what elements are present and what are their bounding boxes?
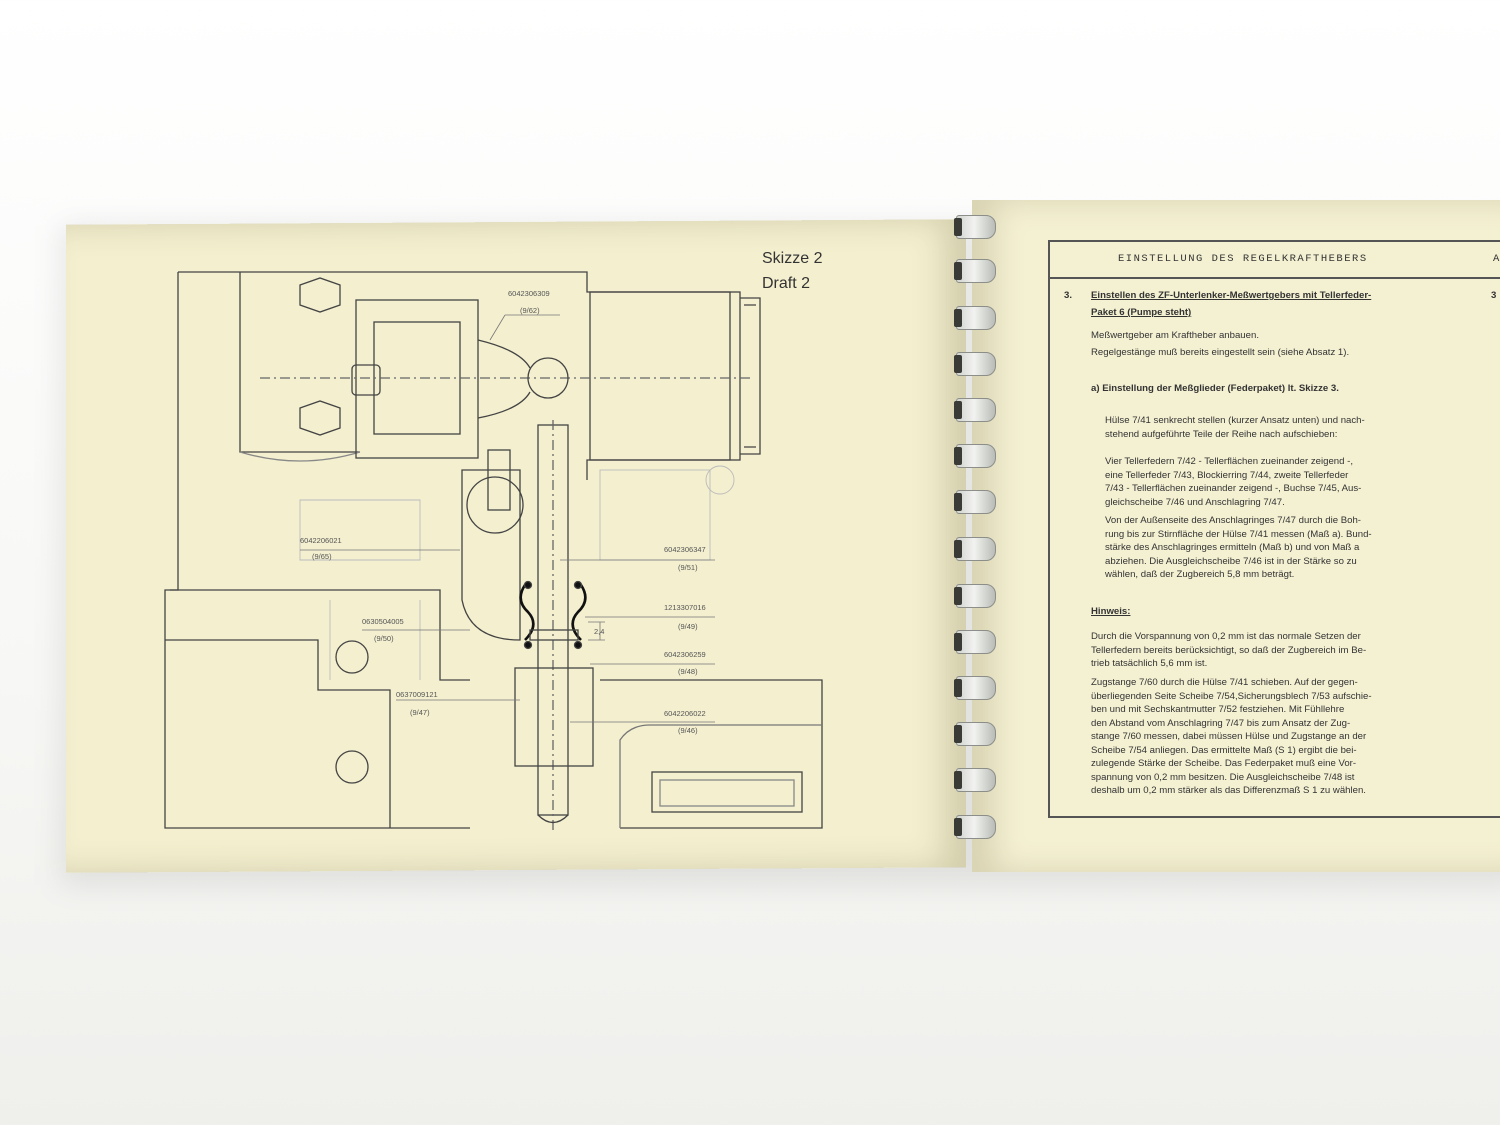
part-ref-label: (9/47) [410, 708, 430, 717]
part-number-label: 6042306259 [664, 650, 706, 659]
part-ref-label: (9/50) [374, 634, 394, 643]
text-line: überliegenden Seite Scheibe 7/54,Sicheru… [1091, 690, 1372, 702]
dimension-label: 2,4 [594, 627, 604, 636]
paragraph-2: Vier Tellerfedern 7/42 - Tellerflächen z… [1105, 455, 1361, 509]
part-number-label: 0637009121 [396, 690, 438, 699]
sketch-title-de: Skizze 2 [762, 250, 823, 267]
part-ref-label: (9/49) [678, 622, 698, 631]
binding-ring [954, 490, 996, 514]
part-ref-label: (9/62) [520, 306, 540, 315]
binding-ring [954, 352, 996, 376]
panel-header: EINSTELLUNG DES REGELKRAFTHEBERS A [1050, 242, 1500, 279]
section-title-line-2: Paket 6 (Pumpe steht) [1091, 307, 1192, 318]
text-line: gleichscheibe 7/46 und Anschlagring 7/47… [1105, 496, 1285, 508]
sketch-title: Skizze 2 Draft 2 [762, 246, 822, 296]
part-number-label: 6042206022 [664, 709, 706, 718]
text-line: Scheibe 7/54 anliegen. Das ermittelte Ma… [1091, 744, 1357, 756]
text-line: Durch die Vorspannung von 0,2 mm ist das… [1091, 631, 1361, 642]
paragraph-3: Von der Außenseite des Anschlagringes 7/… [1105, 514, 1372, 582]
text-line: ben und mit Sechskantmutter 7/52 festzie… [1091, 704, 1345, 715]
binding-ring [954, 722, 996, 746]
text-line: zulegende Stärke der Scheibe. Das Federp… [1091, 758, 1357, 769]
sketch-title-en: Draft 2 [762, 275, 811, 292]
part-number-label: 6042306309 [508, 289, 550, 298]
right-page [972, 200, 1500, 872]
binding-ring [954, 215, 996, 239]
text-line: Vier Tellerfedern 7/42 - Tellerflächen z… [1105, 456, 1353, 467]
binding-ring [954, 444, 996, 468]
paragraph-5: Zugstange 7/60 durch die Hülse 7/41 schi… [1091, 676, 1372, 798]
part-ref-label: (9/46) [678, 726, 698, 735]
section-number: 3. [1064, 290, 1073, 301]
section-title-line-1: Einstellen des ZF-Unterlenker-Meßwertgeb… [1091, 290, 1372, 301]
binding-ring [954, 398, 996, 422]
binding-ring [954, 259, 996, 283]
binding-ring [954, 676, 996, 700]
text-line: stehend aufgeführte Teile der Reihe nach… [1105, 428, 1338, 440]
text-line: stange 7/60 messen, dabei müssen Hülse u… [1091, 731, 1367, 742]
part-ref-label: (9/51) [678, 563, 698, 572]
part-number-label: 6042206021 [300, 536, 342, 545]
section-number-right: 3 [1491, 290, 1497, 301]
text-line: deshalb um 0,2 mm stärker als das Differ… [1091, 785, 1366, 796]
text-line: rung bis zur Stirnfläche der Hülse 7/41 … [1105, 528, 1372, 540]
paragraph-4: Durch die Vorspannung von 0,2 mm ist das… [1091, 630, 1366, 671]
subsection-title: a) Einstellung der Meßglieder (Federpake… [1091, 383, 1339, 394]
binding-ring [954, 584, 996, 608]
binding-ring [954, 630, 996, 654]
part-ref-label: (9/48) [678, 667, 698, 676]
part-number-label: 6042306347 [664, 545, 706, 554]
instruction-line: Regelgestänge muß bereits eingestellt se… [1091, 347, 1350, 358]
panel-header-right: A [1493, 253, 1500, 265]
text-line: Hülse 7/41 senkrecht stellen (kurzer Ans… [1105, 415, 1365, 426]
paragraph-1: Hülse 7/41 senkrecht stellen (kurzer Ans… [1105, 414, 1365, 441]
text-line: 7/43 - Tellerflächen zueinander zeigend … [1105, 483, 1362, 494]
text-line: wählen, daß der Zugbereich 5,8 mm beträg… [1105, 569, 1295, 580]
text-line: den Abstand vom Anschlagring 7/47 bis zu… [1091, 717, 1351, 729]
text-line: spannung von 0,2 mm besitzen. Die Ausgle… [1091, 771, 1355, 783]
part-ref-label: (9/65) [312, 552, 332, 561]
text-line: trieb tatsächlich 5,6 mm ist. [1091, 658, 1208, 669]
part-number-label: 1213307016 [664, 603, 706, 612]
binding-ring [954, 537, 996, 561]
binding-ring [954, 815, 996, 839]
part-number-label: 0630504005 [362, 617, 404, 626]
binding-ring [954, 768, 996, 792]
text-line: stärke des Anschlagringes ermitteln (Maß… [1105, 542, 1360, 553]
text-line: Von der Außenseite des Anschlagringes 7/… [1105, 515, 1362, 526]
instruction-panel: EINSTELLUNG DES REGELKRAFTHEBERS A [1048, 240, 1500, 818]
text-line: Zugstange 7/60 durch die Hülse 7/41 schi… [1091, 677, 1358, 688]
panel-header-title: EINSTELLUNG DES REGELKRAFTHEBERS [1118, 253, 1368, 265]
text-line: Tellerfedern bereits berücksichtigt, so … [1091, 644, 1367, 656]
hinweis-heading: Hinweis: [1091, 606, 1131, 617]
text-line: abziehen. Die Ausgleichscheibe 7/46 ist … [1105, 555, 1357, 567]
text-line: eine Tellerfeder 7/43, Blockierring 7/44… [1105, 469, 1349, 481]
instruction-line: Meßwertgeber am Kraftheber anbauen. [1091, 330, 1259, 341]
binding-ring [954, 306, 996, 330]
